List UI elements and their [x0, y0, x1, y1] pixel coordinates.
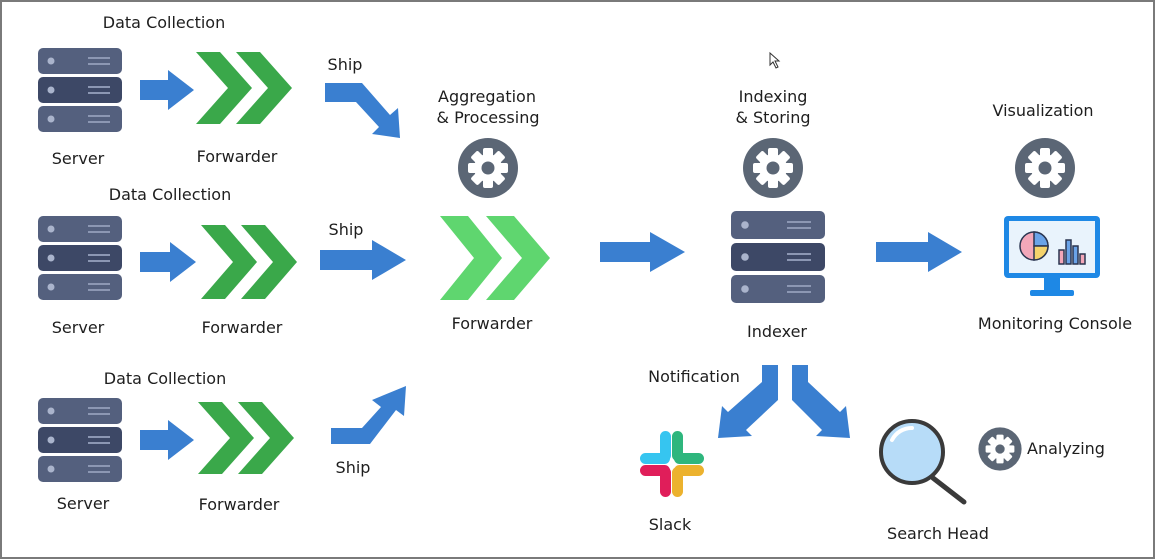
- search-head-label: Search Head: [887, 524, 989, 543]
- indexing-title: Indexing: [738, 87, 808, 106]
- forwarder-label: Forwarder: [201, 318, 283, 337]
- indexer-label: Indexer: [747, 322, 807, 341]
- forwarder-chevron-icon: [201, 225, 297, 299]
- server-icon: [38, 48, 122, 132]
- magnifier-icon: [879, 419, 967, 505]
- arrow-icon: [600, 232, 685, 272]
- gear-icon: [743, 138, 803, 198]
- slack-icon: [640, 431, 704, 497]
- cursor-icon: [769, 51, 781, 69]
- notification-label: Notification: [648, 367, 740, 386]
- slack-label: Slack: [648, 515, 692, 534]
- arrow-icon: [718, 365, 778, 438]
- server-label: Server: [51, 318, 105, 337]
- monitor-icon: [1004, 216, 1100, 296]
- gear-icon: [458, 138, 518, 198]
- arrow-icon: [331, 386, 406, 444]
- arrow-icon: [140, 70, 194, 110]
- forwarder-label: Forwarder: [198, 495, 280, 514]
- arrow-icon: [325, 83, 400, 138]
- monitoring-console-label: Monitoring Console: [977, 314, 1133, 333]
- forwarder-chevron-icon: [198, 402, 294, 474]
- forwarder-chevron-icon: [196, 52, 292, 124]
- server-label: Server: [56, 494, 110, 513]
- server-label: Server: [51, 149, 105, 168]
- ship-label: Ship: [328, 220, 364, 239]
- aggregation-forwarder-label: Forwarder: [451, 314, 533, 333]
- forwarder-chevron-icon: [440, 216, 550, 300]
- gear-icon: [1015, 138, 1075, 198]
- analyzing-label: Analyzing: [1027, 439, 1105, 458]
- ship-label: Ship: [335, 458, 371, 477]
- indexing-subtitle: & Storing: [735, 108, 811, 127]
- stage-label: Data Collection: [102, 13, 226, 32]
- arrow-icon: [792, 365, 850, 438]
- stage-label: Data Collection: [108, 185, 232, 204]
- gear-icon: [978, 427, 1022, 471]
- aggregation-subtitle: & Processing: [436, 108, 540, 127]
- arrow-icon: [876, 232, 962, 272]
- ship-label: Ship: [327, 55, 363, 74]
- stage-label: Data Collection: [103, 369, 227, 388]
- server-icon: [38, 216, 122, 300]
- arrow-icon: [140, 242, 196, 282]
- aggregation-title: Aggregation: [438, 87, 536, 106]
- arrow-icon: [320, 240, 406, 280]
- server-icon: [38, 398, 122, 482]
- server-icon: [731, 211, 825, 303]
- visualization-title: Visualization: [992, 101, 1094, 120]
- arrow-icon: [140, 420, 194, 460]
- forwarder-label: Forwarder: [196, 147, 278, 166]
